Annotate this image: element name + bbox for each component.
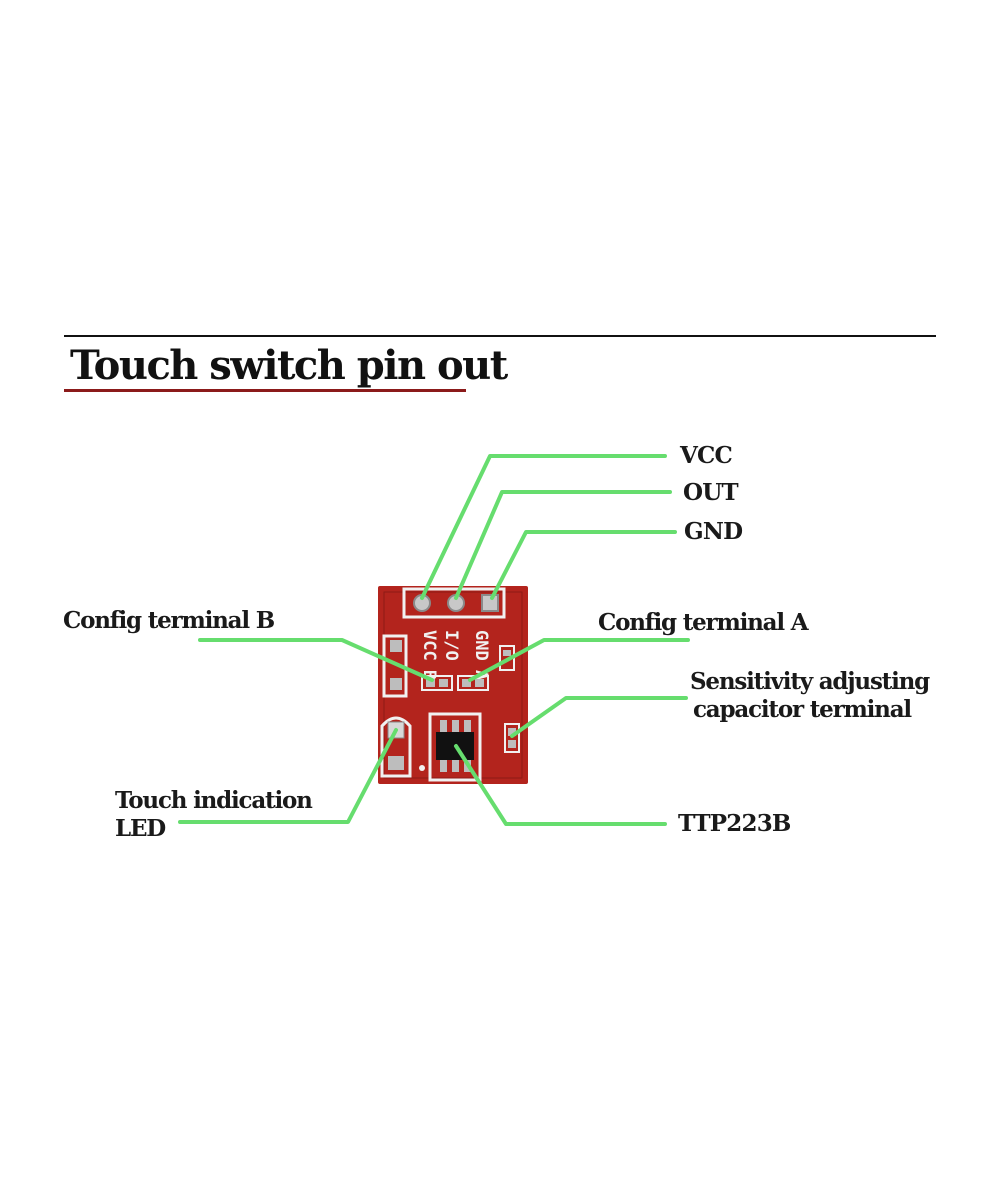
silk-gnd-label: GND [471,630,491,661]
sensitivity-capacitor-pad [504,723,520,753]
top-rule [64,335,936,337]
vcc-leader [420,454,667,600]
callout-sensitivity-capacitor: Sensitivity adjusting capacitor terminal [690,668,930,724]
touch-sensor-board: GND I/O VCC B A [378,586,528,784]
silk-vcc-label: VCC [419,630,439,661]
led-line-1: Touch indication [115,787,313,814]
ttp223b-outline [428,712,482,782]
out-leader [454,490,672,600]
led-leader [178,728,398,824]
config-b-leader [198,638,434,682]
config-a-leader [468,638,690,682]
led-outline [380,716,412,778]
gnd-pin [481,594,499,612]
gnd-leader [490,530,677,600]
sensitivity-leader [510,696,688,738]
callout-touch-indication-led: Touch indication LED [115,787,313,843]
config-a-pads [457,675,489,691]
callout-gnd: GND [684,518,743,545]
title-underline [64,389,466,392]
silk-io-label: I/O [441,630,461,661]
callout-vcc: VCC [680,442,733,469]
sensitivity-line-2: capacitor terminal [693,696,912,723]
led-line-2: LED [115,815,166,842]
smd-component-top-left [382,634,408,698]
callout-out: OUT [683,479,739,506]
config-b-pads [421,675,453,691]
ttp223b-leader [454,744,667,826]
callout-config-terminal-b: Config terminal B [63,607,275,634]
sensitivity-line-1: Sensitivity adjusting [690,668,930,695]
pin-header-outline [402,587,506,619]
callout-ttp223b: TTP223B [678,810,791,837]
callout-config-terminal-a: Config terminal A [598,609,809,636]
page-title: Touch switch pin out [70,342,508,389]
